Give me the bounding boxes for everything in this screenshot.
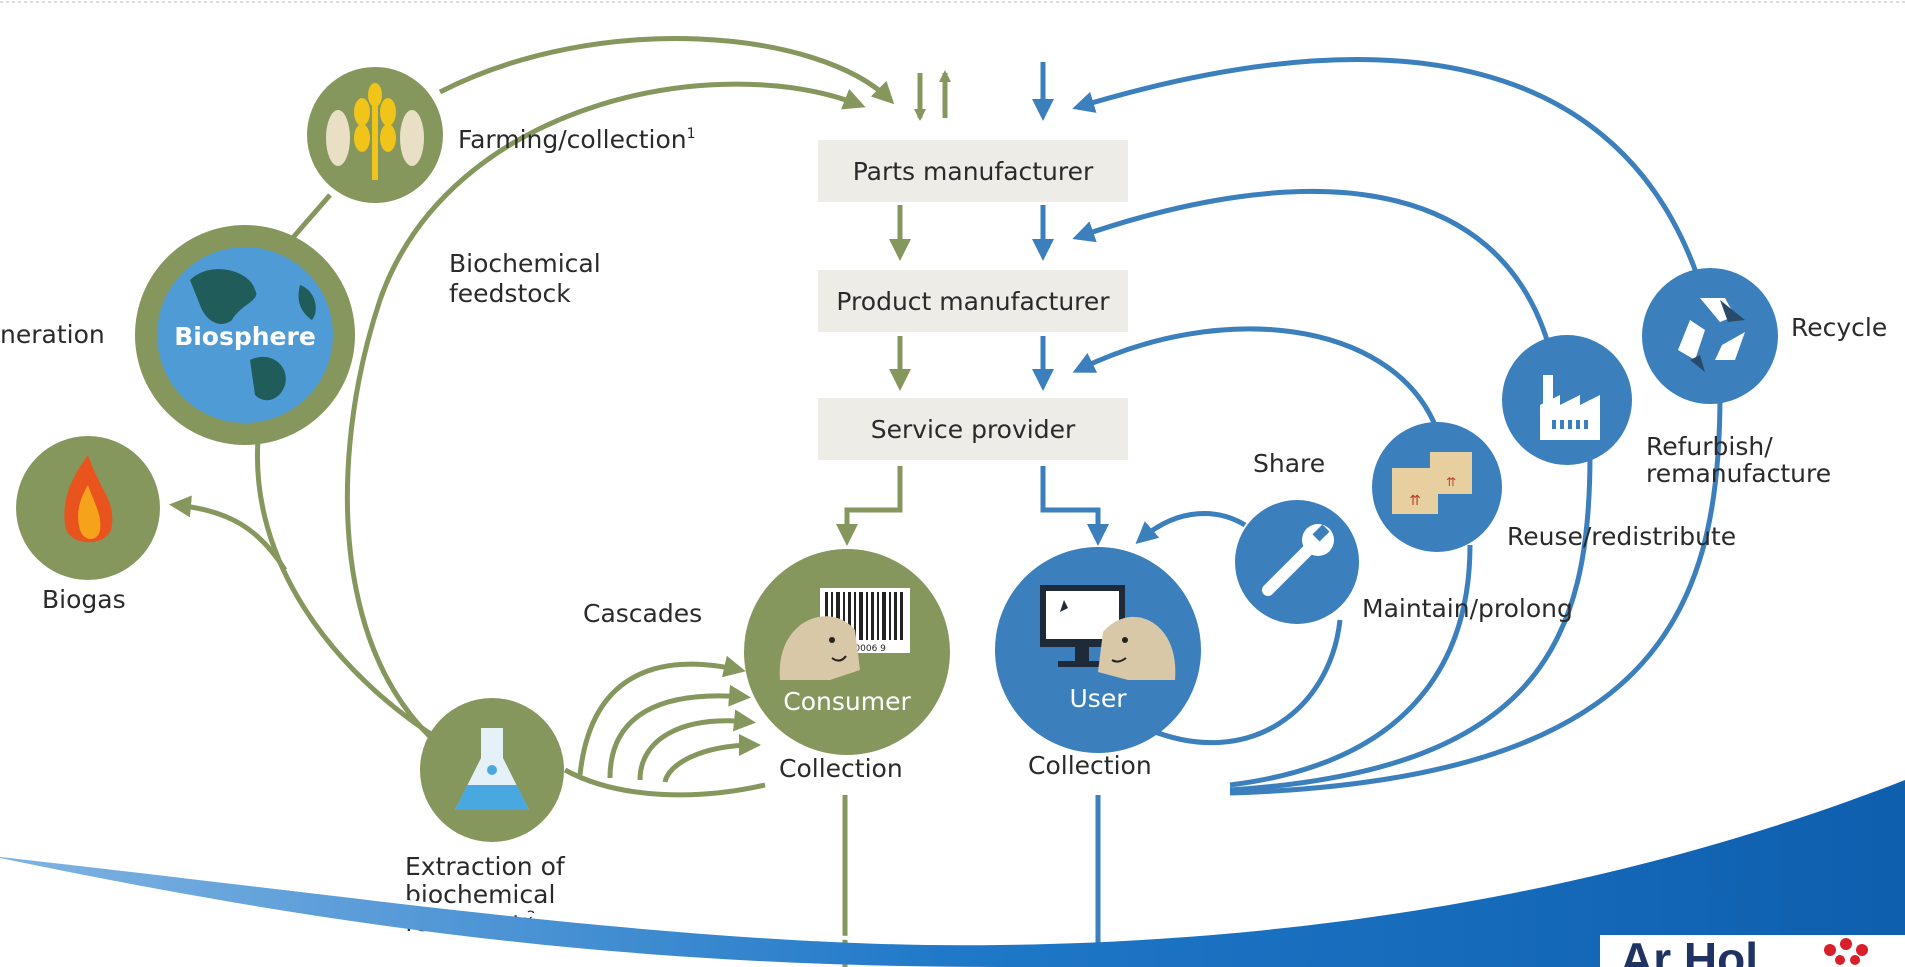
parts-manufacturer-label: Parts manufacturer <box>853 157 1094 186</box>
user-label: User <box>1070 684 1128 713</box>
user-head <box>1098 616 1176 680</box>
svg-text:⇈: ⇈ <box>1446 475 1456 489</box>
extraction-node <box>420 698 564 842</box>
cascade-4 <box>662 734 761 783</box>
arrow-extraction-to-parts <box>344 81 866 793</box>
recycle-label: Recycle <box>1791 313 1887 342</box>
cascade-1 <box>577 655 746 776</box>
collection-right-label: Collection <box>1028 751 1152 780</box>
flask-icon <box>455 728 529 810</box>
arrow-service-to-consumer <box>836 466 903 546</box>
arrow-recycle-to-parts <box>1072 57 1700 276</box>
biochemical-label-2: feedstock <box>449 279 571 308</box>
user-node: User <box>995 547 1201 753</box>
service-provider-label: Service provider <box>871 415 1076 444</box>
parts-manufacturer-box: Parts manufacturer <box>818 140 1128 202</box>
biogas-label: Biogas <box>42 585 126 614</box>
recycle-icon <box>1678 298 1745 372</box>
reuse-label: Reuse/redistribute <box>1507 522 1736 551</box>
cascades-label: Cascades <box>583 599 702 628</box>
factory-icon <box>1540 375 1600 440</box>
recycle-node <box>1642 268 1778 404</box>
farming-node <box>307 67 443 203</box>
brand-mark-icon <box>1824 938 1868 965</box>
extraction-label-1: Extraction of <box>405 852 566 881</box>
biosphere-label: Biosphere <box>174 322 316 351</box>
arrow-share-to-user <box>1135 511 1247 544</box>
arrow-refurbish-to-product <box>1072 189 1553 351</box>
brand-text: Ar Hol <box>1620 933 1758 967</box>
refurbish-label-1: Refurbish/ <box>1646 432 1773 461</box>
fire-icon <box>64 455 113 543</box>
share-label: Share <box>1253 449 1325 478</box>
collection-left-label: Collection <box>779 754 903 783</box>
maintain-label: Maintain/prolong <box>1362 594 1573 623</box>
service-provider-box: Service provider <box>818 398 1128 460</box>
boxes-icon: ⇈ ⇈ <box>1392 452 1472 514</box>
fish-wheat-icon <box>326 83 424 180</box>
arrow-service-to-user <box>1040 466 1109 546</box>
consumer-label: Consumer <box>783 687 911 716</box>
product-manufacturer-box: Product manufacturer <box>818 270 1128 332</box>
cascade-3 <box>637 709 756 781</box>
loop-maintain <box>1149 619 1343 746</box>
wrench-icon <box>1262 524 1334 596</box>
bottom-swoosh <box>0 780 1905 967</box>
biological-cycle <box>169 36 951 967</box>
maintain-node <box>1235 500 1359 624</box>
biochemical-label-1: Biochemical <box>449 249 601 278</box>
barcode-digits: 03 0006 9 <box>840 644 886 654</box>
reuse-node: ⇈ ⇈ <box>1372 422 1502 552</box>
arrow-farming-to-parts <box>438 36 895 105</box>
loop-recycle <box>1229 394 1723 796</box>
svg-text:⇈: ⇈ <box>1409 493 1421 509</box>
product-manufacturer-label: Product manufacturer <box>836 287 1110 316</box>
arrow-to-biogas <box>169 495 288 572</box>
arc-biosphere-extraction <box>254 439 442 743</box>
consumer-node: 03 0006 9 Consumer <box>744 549 950 755</box>
biogas-node <box>16 436 160 580</box>
refurbish-node <box>1502 335 1632 465</box>
loop-refurbish <box>1229 454 1593 793</box>
arrow-reuse-to-service <box>1072 326 1438 426</box>
generation-label: neration <box>0 320 105 349</box>
refurbish-label-2: remanufacture <box>1646 459 1831 488</box>
line-collection-extraction <box>563 767 766 798</box>
cascade-2 <box>607 684 751 779</box>
biosphere-node: Biosphere <box>135 225 355 445</box>
farming-label: Farming/collection1 <box>458 125 696 154</box>
loop-reuse <box>1229 544 1473 788</box>
brand-logo: Ar Hol <box>1600 933 1905 967</box>
consumer-head <box>779 616 860 680</box>
technical-cycle <box>1032 57 1723 967</box>
